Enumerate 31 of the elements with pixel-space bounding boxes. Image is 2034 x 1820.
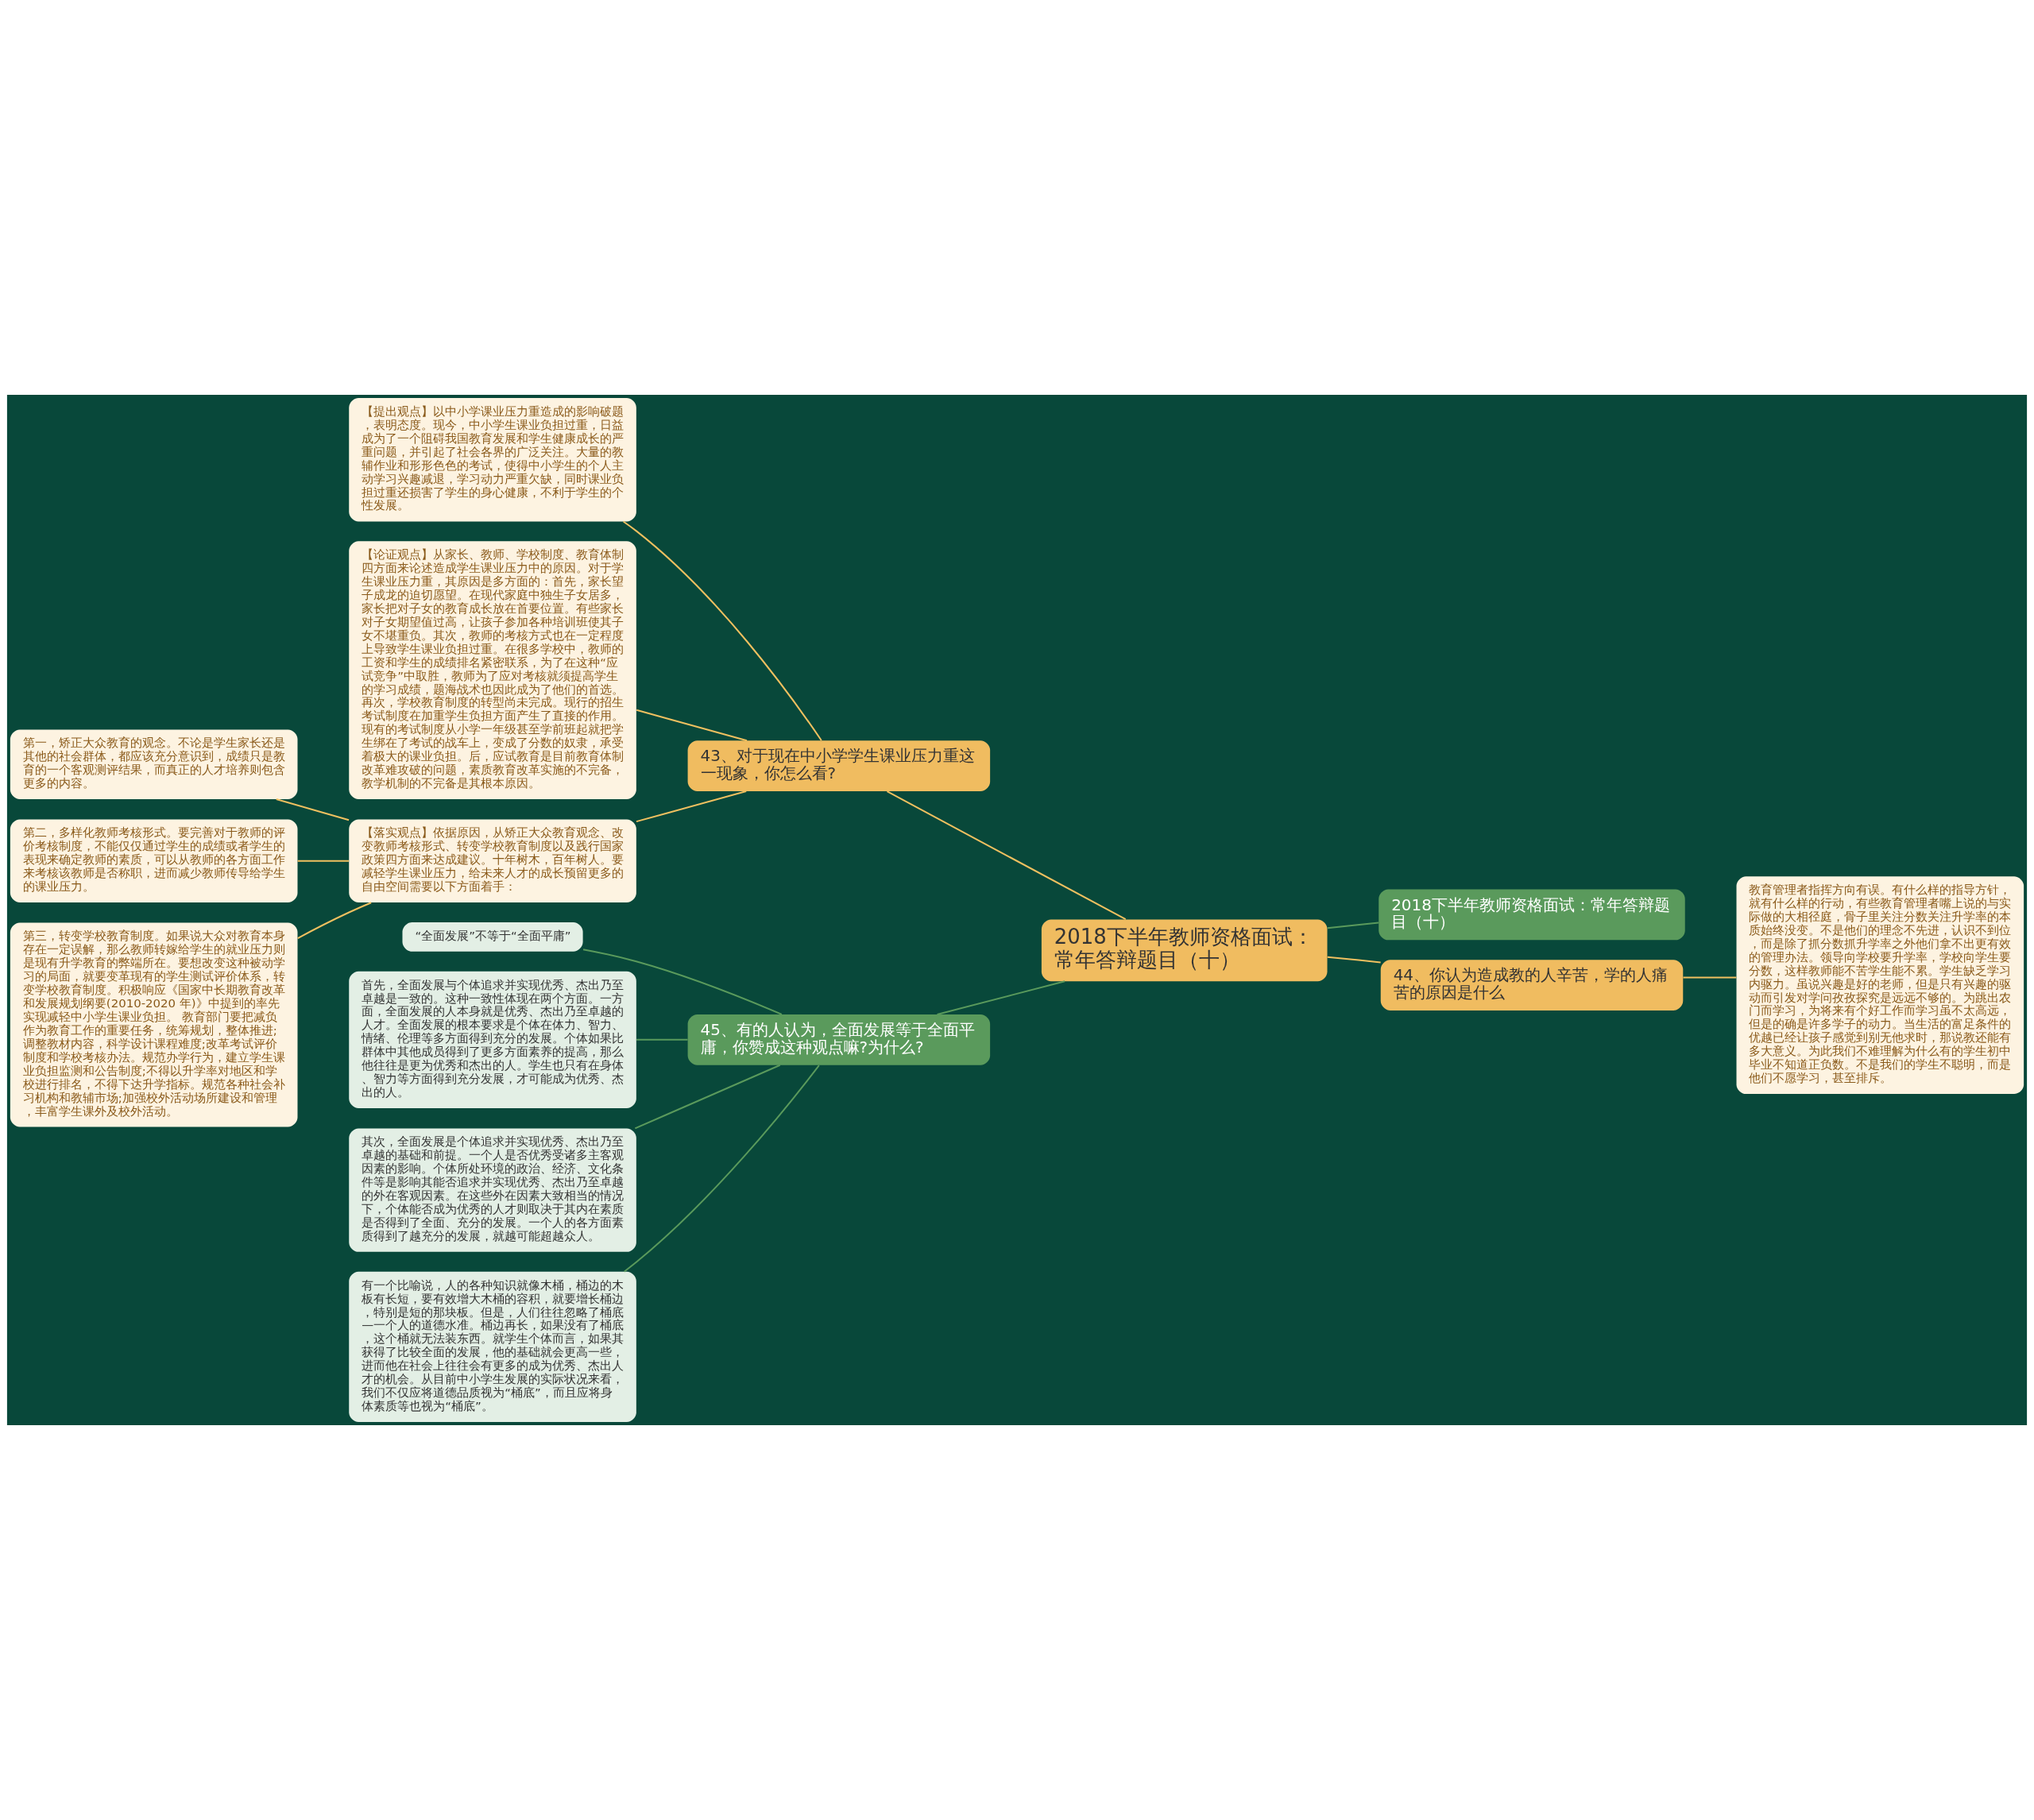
connector	[296, 902, 373, 939]
connector	[1682, 976, 1738, 979]
connector	[635, 790, 748, 823]
node-box: 第一，矫正大众教育的观念。不论是学生家长还是其他的社会群体，都应该充分意识到，成绩只是教育的一个客观测评结果，而真正的人才培养则包含更多的内容。	[10, 729, 298, 800]
connector	[636, 709, 748, 742]
connector	[622, 520, 822, 742]
connector	[582, 949, 783, 1015]
connector	[623, 1065, 820, 1273]
node-box: 第二，多样化教师考核形式。要完善对于教师的评价考核制度，不能仅仅通过学生的成绩或者学生的表现来确定教师的素质，可以从教师的各方面工作来考核该教师是否称职，进而减少教师传导给学生的课业压力。	[10, 819, 298, 903]
node-box: 其次，全面发展是个体追求并实现优秀、杰出乃至卓越的基础和前提。一个人是否优秀受诸多主客观因素的影响。个体所处环境的政治、经济、文化条件等是影响其能否追求并实现优秀、杰出乃至卓越的外在客观因素。在这些外在因素大致相当的情况下，个体能否成为优秀的人才则取决于其内在素质是否得到了全面、充分的发展。一个人的各方面素质得到了越充分的发展，就越可能超越众人。	[349, 1128, 636, 1252]
node-box: 第三，转变学校教育制度。如果说大众对教育本身存在一定误解，那么教师转嫁给学生的就业压力则是现有升学教育的弊端所在。要想改变这种被动学习的局面，就要变革现有的学生测试评价体系，转变学校教育制度。积极响应《国家中长期教育改革和发展规划纲要(2010-2020 年)》中提到的率先实现减轻中小学生课业负担。 教育部门要把减负作为教育工作的重要任务，统筹规划，整体推进;调整教材内容，科学设计课程难度;改革考试评价制度和学校考核办法。规范办学行为，建立学生课业负担监测和公告制度;不得以升学率对地区和学校进行排名，不得下达升学指标。规范各种社会补习机构和教辅市场;加强校外活动场所建设和管理，丰富学生课外及校外活动。	[10, 922, 298, 1127]
connector	[1326, 922, 1380, 929]
connector	[296, 860, 350, 862]
node-box: 45、有的人认为，全面发展等于全面平庸，你赞成这种观点嘛?为什么?	[687, 1014, 991, 1065]
node-box: 【论证观点】从家长、教师、学校制度、教育体制四方面来论述造成学生课业压力中的原因。对于学生课业压力重，其原因是多方面的：首先，家长望子成龙的迫切愿望。在现代家庭中独生子女居多，家长把对子女的教育成长放在首要位置。有些家长对子女期望值过高，让孩子参加各种培训班使其子女不堪重负。其次，教师的考核方式也在一定程度上导致学生课业负担过重。在很多学校中，教师的工资和学生的成绩排名紧密联系，为了在这种“应试竞争”中取胜，教师为了应对考核就须提高学生的学习成绩，题海战术也因此成为了他们的首选。再次，学校教育制度的转型尚未完成。现行的招生考试制度在加重学生负担方面产生了直接的作用。现有的考试制度从小学一年级甚至学前班起就把学生绑在了考试的战车上，变成了分数的奴隶，承受着极大的课业负担。后，应试教育是目前教育体制改革难攻破的问题，素质教育改革实施的不完备，教学机制的不完备是其根本原因。	[349, 541, 636, 800]
node-box: 【提出观点】以中小学课业压力重造成的影响破题，表明态度。现今，中小学生课业负担过重，日益成为了一个阻碍我国教育发展和学生健康成长的严重问题，并引起了社会各界的广泛关注。大量的教辅作业和形形色色的考试，使得中小学生的个人主动学习兴趣减退，学习动力严重欠缺，同时课业负担过重还损害了学生的身心健康，不利于学生的个性发展。	[349, 398, 636, 522]
node-box: 教育管理者指挥方向有误。有什么样的指导方针，就有什么样的行动，有些教育管理者嘴上说的与实际做的大相径庭，骨子里关注分数关注升学率的本质始终没变。不是他们的理念不先进，认识不到位，而是除了抓分数抓升学率之外他们拿不出更有效的管理办法。领导向学校要升学率，学校向学生要分数，这样教师能不苦学生能不累。学生缺乏学习内驱力。虽说兴趣是好的老师，但是只有兴趣的驱动而引发对学问孜孜探究是远远不够的。为跳出农门而学习，为将来有个好工作而学习虽不太高远，但是的确是许多学子的动力。当生活的富足条件的优越已经让孩子感觉到别无他求时，那说教还能有多大意义。为此我们不难理解为什么有的学生初中毕业不知道正负数。不是我们的学生不聪明，而是他们不愿学习，甚至排斥。	[1736, 876, 2024, 1095]
connector	[936, 980, 1066, 1015]
connector	[634, 1064, 781, 1130]
connector	[275, 798, 350, 821]
node-box: 43、对于现在中小学学生课业压力重这一现象，你怎么看?	[687, 740, 991, 792]
node-box: 2018下半年教师资格面试：常年答辩题目（十）	[1379, 889, 1685, 941]
connector	[635, 1038, 689, 1041]
connector	[1326, 956, 1382, 964]
node-box: “全面发展”不等于“全面平庸”	[402, 922, 583, 952]
node-box: 有一个比喻说，人的各种知识就像木桶，桶边的木板有长短，要有效增大木桶的容积，就要增长桶边，特别是短的那块板。但是，人们往往忽略了桶底—一个人的道德水准。桶边再长，如果没有了桶底，这个桶就无法装东西。就学生个体而言，如果其获得了比较全面的发展，他的基础就会更高一些，进而他在社会上往往会有更多的成为优秀、杰出人才的机会。从目前中小学生发展的实际状况来看，我们不仅应将道德品质视为“桶底”，而且应将身体素质等也视为“桶底”。	[349, 1271, 636, 1422]
node-box: 首先，全面发展与个体追求并实现优秀、杰出乃至卓越是一致的。这种一致性体现在两个方面。一方面，全面发展的人本身就是优秀、杰出乃至卓越的人才。全面发展的根本要求是个体在体力、智力、情绪、伦理等多方面得到充分的发展。个体如果比群体中其他成员得到了更多方面素养的提高，那么他往往是更为优秀和杰出的人。学生也只有在身体、智力等方面得到充分发展，才可能成为优秀、杰出的人。	[349, 971, 636, 1109]
node-box: 44、你认为造成教的人辛苦，学的人痛苦的原因是什么	[1380, 960, 1684, 1010]
connector	[886, 790, 1127, 921]
node-box: 【落实观点】依据原因，从矫正大众教育观念、改变教师考核形式、转变学校教育制度以及践行国家政策四方面来达成建议。十年树木，百年树人。要减轻学生课业压力，给未来人才的成长预留更多的自由空间需要以下方面着手：	[349, 819, 636, 903]
node-box: 2018下半年教师资格面试：常年答辩题目（十）	[1041, 919, 1328, 982]
